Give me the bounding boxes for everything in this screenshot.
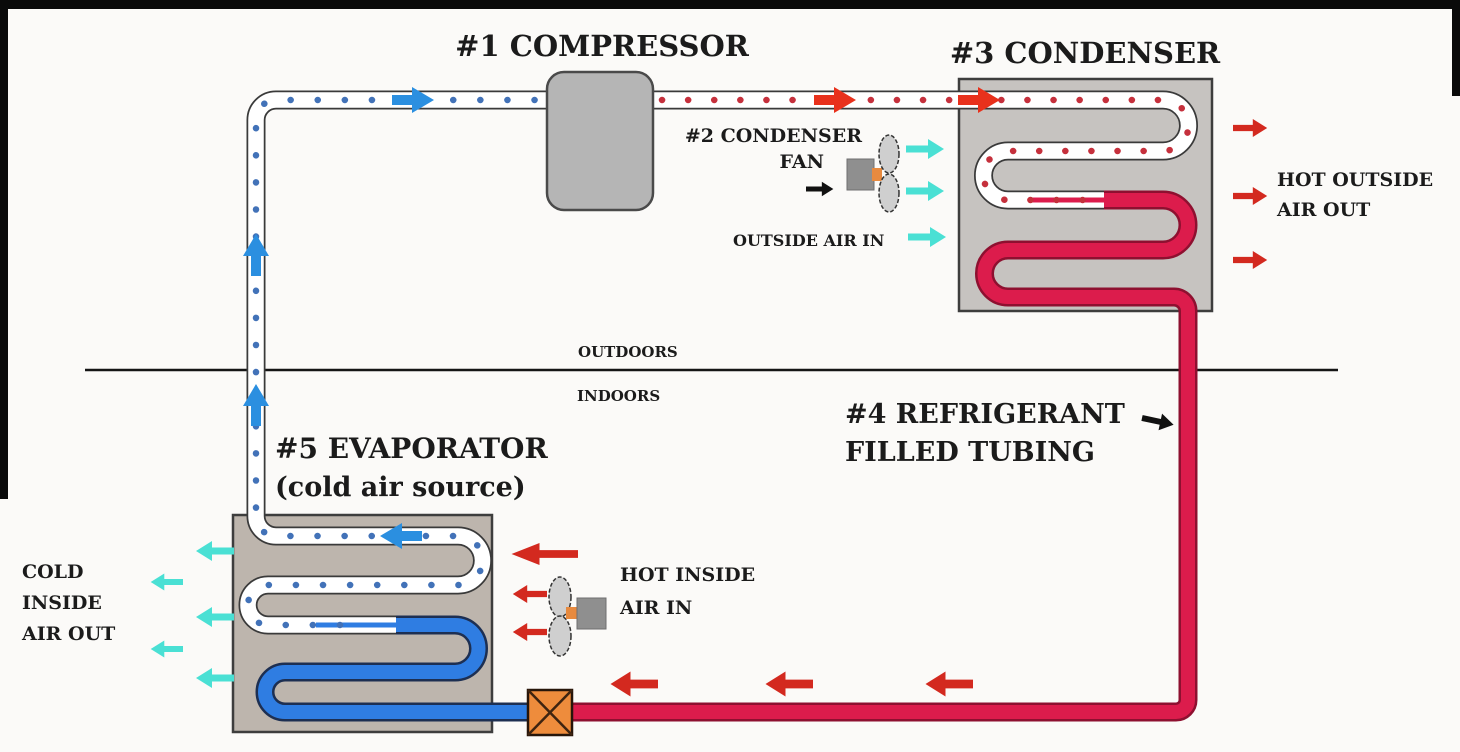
hot-air-arrow (511, 543, 578, 565)
evaporator-fan (548, 576, 607, 657)
cold-gas-dots (244, 96, 604, 629)
scan-border (0, 0, 1460, 499)
evaporator-label: #5 EVAPORATOR (275, 432, 548, 465)
cold-air-arrow (196, 607, 234, 627)
cold-air-arrows (150, 541, 234, 688)
outside-air-in-label: OUTSIDE AIR IN (733, 231, 884, 250)
hot-air-out-arrow (1233, 251, 1268, 269)
evaporator-sublabel: (cold air source) (275, 472, 526, 503)
outdoors-label: OUTDOORS (578, 343, 678, 361)
hot-liquid-tube (556, 190, 1198, 722)
hot-outside-air-out-label-line2: AIR OUT (1276, 199, 1370, 221)
condenser-fan-label-line2: FAN (780, 151, 825, 173)
cold-inside-air-out-label-line3: AIR OUT (21, 623, 115, 645)
condenser-fan-label-line1: #2 CONDENSER (685, 125, 862, 147)
hot-air-arrow (512, 623, 547, 641)
evaporator-fan-hub (566, 607, 579, 619)
condenser-fan-motor (846, 158, 875, 191)
outside-air-arrow (908, 227, 946, 247)
outside-air-arrow (906, 181, 944, 201)
refrigerant-label-line2: FILLED TUBING (845, 437, 1095, 468)
cold-liquid-tube (255, 615, 554, 722)
hot-inside-air-in-label-line1: HOT INSIDE (620, 564, 755, 586)
refrigerant-label-line1: #4 REFRIGERANT (845, 399, 1125, 430)
hot-air-arrow (610, 671, 658, 697)
hot-air-out-arrow (1233, 119, 1268, 137)
compressor-box (545, 70, 655, 212)
condenser-fan-hub (872, 168, 882, 181)
hot-gas-dots (658, 96, 1192, 204)
hot-air-arrow (765, 671, 813, 697)
cold-air-arrow (196, 668, 234, 688)
refrigerant-pointer-arrow (1140, 409, 1176, 434)
evaporator-fan-motor (576, 597, 607, 630)
cold-inside-air-out-label-line2: INSIDE (22, 592, 102, 614)
hot-air-arrow (925, 671, 973, 697)
hot-inside-air-in-label-line2: AIR IN (619, 597, 692, 619)
condenser-fan-blade-top (878, 134, 900, 174)
hot-air-arrow (512, 585, 547, 603)
indoors-label: INDOORS (577, 387, 660, 405)
condenser-fan-pointer-arrow (806, 181, 834, 197)
cold-air-arrow (150, 640, 183, 658)
outside-air-arrows (906, 139, 946, 247)
hot-air-out-arrow (1233, 187, 1268, 205)
cold-air-arrow (196, 541, 234, 561)
condenser-label: #3 CONDENSER (950, 36, 1221, 70)
evaporator-fan-blade-bottom (548, 615, 572, 657)
condenser-fan (846, 134, 900, 213)
expansion-valve (526, 688, 574, 737)
cold-air-arrow (150, 573, 183, 591)
condenser-fan-blade-bottom (878, 173, 900, 213)
hot-outside-air-arrows (1233, 119, 1268, 269)
outside-air-arrow (906, 139, 944, 159)
compressor-label: #1 COMPRESSOR (455, 29, 750, 63)
hot-outside-air-out-label-line1: HOT OUTSIDE (1277, 169, 1433, 191)
cold-inside-air-out-label-line1: COLD (22, 561, 84, 583)
